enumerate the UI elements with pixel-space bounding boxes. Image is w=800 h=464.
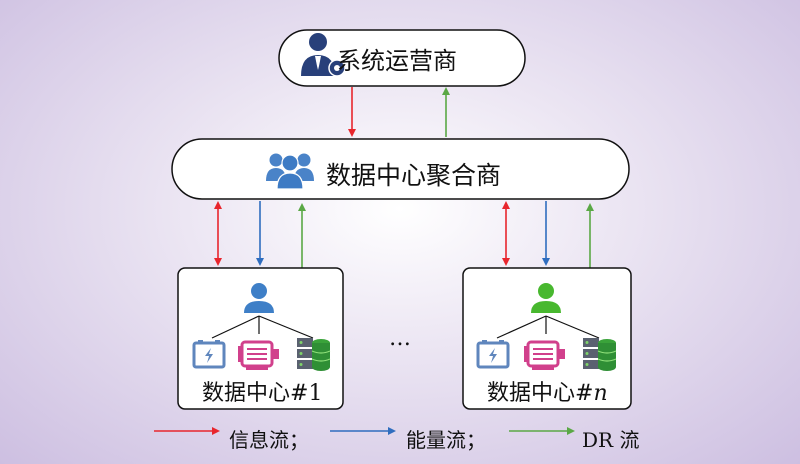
user-group-icon bbox=[266, 153, 314, 190]
operator-user-gear-icon bbox=[301, 33, 346, 77]
legend-info-label: 信息流； bbox=[229, 428, 309, 452]
motor-icon bbox=[238, 340, 279, 370]
server-storage-icon bbox=[583, 338, 617, 371]
battery-icon bbox=[192, 340, 226, 369]
data-center-n-label: 数据中心#n bbox=[487, 381, 608, 406]
legend-dr-label: DR 流 bbox=[582, 428, 640, 452]
data-center-1-box bbox=[177, 267, 344, 410]
legend-energy-label: 能量流； bbox=[406, 428, 486, 452]
motor-icon bbox=[524, 340, 565, 370]
server-storage-icon bbox=[297, 338, 331, 371]
data-center-n-box bbox=[462, 267, 632, 410]
operator-label: 系统运营商 bbox=[337, 47, 457, 75]
aggregator-label: 数据中心聚合商 bbox=[326, 161, 502, 190]
data-center-1-label: 数据中心#1 bbox=[202, 381, 323, 406]
user-icon bbox=[531, 283, 561, 313]
battery-icon bbox=[476, 340, 510, 369]
ellipsis-text: … bbox=[389, 326, 411, 351]
user-icon bbox=[244, 283, 274, 313]
